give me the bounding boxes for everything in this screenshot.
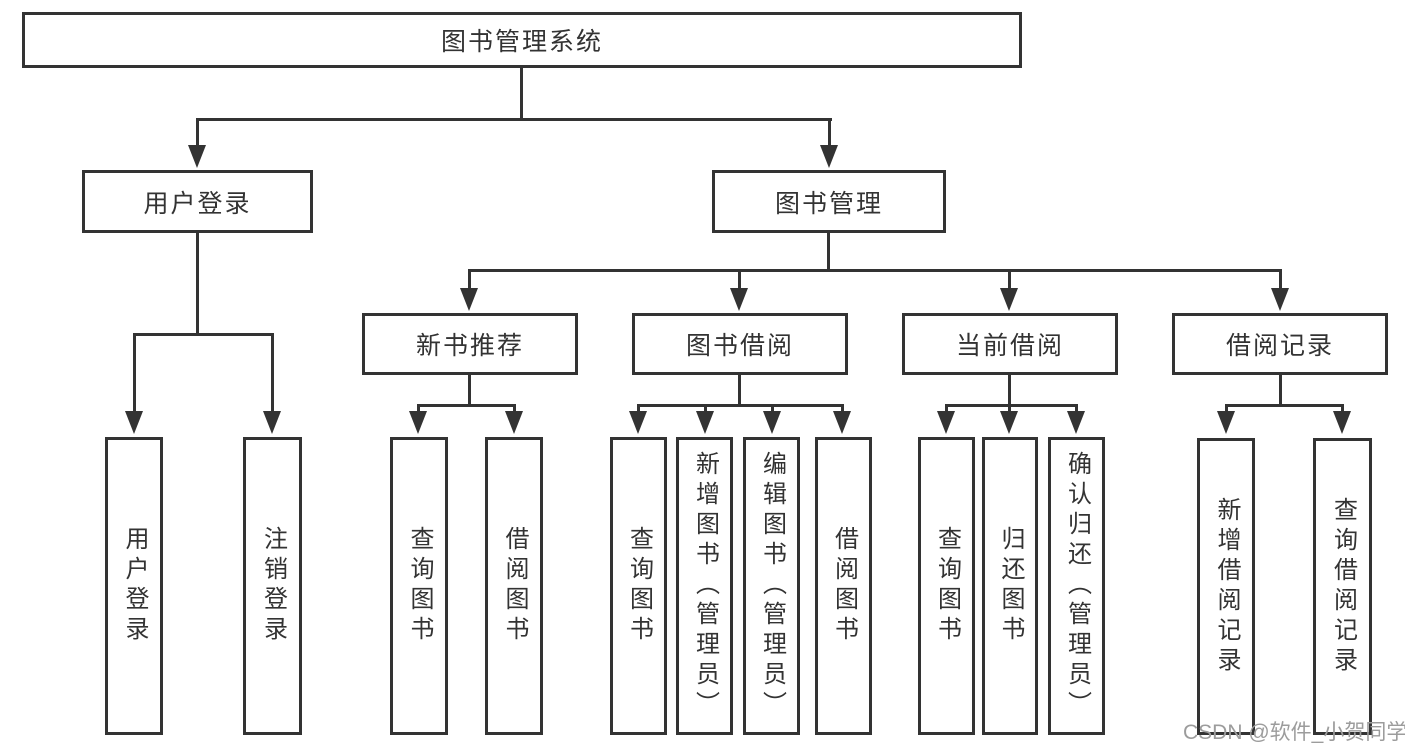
leaf-label: 借阅图书 — [830, 526, 858, 646]
node-new-book-recommendation: 新书推荐 — [362, 313, 578, 375]
leaf-label: 查询图书 — [625, 526, 653, 646]
connector-line — [196, 232, 199, 335]
arrow-down-icon — [937, 411, 955, 434]
connector-line — [468, 269, 1282, 272]
arrow-down-icon — [1271, 288, 1289, 311]
arrow-down-icon — [505, 411, 523, 434]
connector-line — [1279, 269, 1282, 289]
node-label: 借阅记录 — [1225, 332, 1334, 360]
connector-line — [1341, 404, 1344, 414]
connector-line — [704, 404, 707, 414]
connector-line — [513, 404, 516, 414]
leaf-label: 用户登录 — [121, 526, 148, 646]
arrow-down-icon — [1067, 411, 1085, 434]
node-label: 当前借阅 — [955, 332, 1064, 360]
arrow-down-icon — [833, 411, 851, 434]
leaf-query-borrow-record: 查询借阅记录 — [1313, 438, 1372, 735]
arrow-down-icon — [125, 411, 143, 434]
connector-line — [841, 404, 844, 414]
arrow-down-icon — [409, 411, 427, 434]
connector-line — [520, 66, 523, 120]
connector-line — [1008, 404, 1011, 414]
arrow-down-icon — [188, 145, 206, 168]
leaf-confirm-return-admin: 确认归还（管理员） — [1048, 437, 1105, 735]
arrow-down-icon — [1217, 411, 1235, 434]
connector-line — [827, 232, 830, 272]
arrow-down-icon — [820, 145, 838, 168]
connector-line — [1225, 404, 1343, 407]
connector-line — [133, 333, 136, 412]
leaf-label: 查询图书 — [933, 526, 961, 646]
arrow-down-icon — [263, 411, 281, 434]
arrow-down-icon — [1000, 288, 1018, 311]
node-current-borrowing: 当前借阅 — [902, 313, 1118, 375]
arrow-down-icon — [730, 288, 748, 311]
leaf-label: 查询图书 — [406, 526, 433, 646]
node-label: 图书借阅 — [685, 332, 794, 360]
connector-line — [945, 404, 1078, 407]
leaf-label: 编辑图书（管理员） — [758, 451, 786, 721]
node-user-login: 用户登录 — [82, 170, 313, 233]
arrow-down-icon — [696, 411, 714, 434]
node-label: 图书管理 — [774, 189, 883, 218]
connector-line — [1225, 404, 1228, 414]
connector-line — [828, 118, 831, 146]
arrow-down-icon — [1000, 411, 1018, 434]
connector-line — [417, 404, 516, 407]
node-label: 用户登录 — [143, 189, 252, 218]
leaf-add-borrow-record: 新增借阅记录 — [1197, 438, 1255, 735]
leaf-label: 借阅图书 — [501, 526, 528, 646]
leaf-query-books-recommend: 查询图书 — [390, 437, 448, 735]
arrow-down-icon — [629, 411, 647, 434]
node-book-management: 图书管理 — [712, 170, 946, 233]
leaf-label: 确认归还（管理员） — [1063, 451, 1091, 721]
connector-line — [468, 269, 471, 289]
arrow-down-icon — [1333, 411, 1351, 434]
leaf-query-books-borrowing: 查询图书 — [610, 437, 667, 735]
node-book-borrowing: 图书借阅 — [632, 313, 848, 375]
connector-line — [271, 333, 274, 412]
connector-line — [1279, 374, 1282, 407]
leaf-query-books-current: 查询图书 — [918, 437, 975, 735]
leaf-edit-books-admin: 编辑图书（管理员） — [743, 437, 800, 735]
leaf-label: 新增借阅记录 — [1213, 496, 1240, 677]
leaf-label: 新增图书（管理员） — [691, 451, 719, 721]
connector-line — [417, 404, 420, 414]
connector-line — [738, 374, 741, 407]
node-label: 新书推荐 — [415, 332, 524, 360]
connector-line — [1008, 374, 1011, 407]
leaf-user-login: 用户登录 — [105, 437, 163, 735]
connector-line — [1075, 404, 1078, 414]
node-label: 图书管理系统 — [440, 28, 603, 56]
node-borrowing-records: 借阅记录 — [1172, 313, 1388, 375]
leaf-label: 归还图书 — [997, 526, 1024, 646]
connector-line — [196, 118, 832, 121]
connector-line — [945, 404, 948, 414]
connector-line — [637, 404, 843, 407]
leaf-return-books: 归还图书 — [982, 437, 1038, 735]
connector-line — [1008, 269, 1011, 289]
connector-line — [196, 118, 199, 146]
leaf-label: 查询借阅记录 — [1329, 496, 1357, 677]
leaf-add-books-admin: 新增图书（管理员） — [676, 437, 733, 735]
leaf-borrow-books-recommend: 借阅图书 — [485, 437, 543, 735]
connector-line — [637, 404, 640, 414]
connector-line — [771, 404, 774, 414]
connector-line — [738, 269, 741, 289]
connector-line — [133, 333, 274, 336]
arrow-down-icon — [763, 411, 781, 434]
connector-line — [468, 374, 471, 407]
leaf-label: 注销登录 — [259, 526, 287, 646]
node-library-management-system: 图书管理系统 — [22, 12, 1022, 68]
leaf-logout: 注销登录 — [243, 437, 302, 735]
csdn-watermark: CSDN @软件_小贺同学 — [1183, 721, 1405, 744]
arrow-down-icon — [460, 288, 478, 311]
leaf-borrow-books: 借阅图书 — [815, 437, 872, 735]
